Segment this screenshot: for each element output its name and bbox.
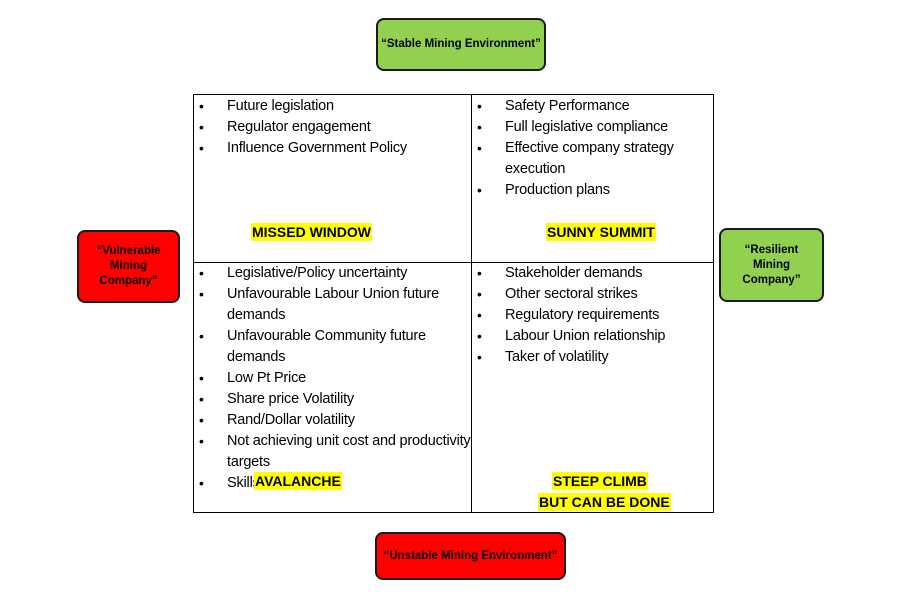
missed-window-label: MISSED WINDOW xyxy=(251,223,372,241)
quadrant-top-right: Safety Performance Full legislative comp… xyxy=(472,95,714,262)
unstable-environment-label: “Unstable Mining Environment” xyxy=(383,549,558,562)
sunny-summit-label: SUNNY SUMMIT xyxy=(546,223,656,241)
list-item: Other sectoral strikes xyxy=(472,284,714,305)
bottom-left-list: Legislative/Policy uncertainty Unfavoura… xyxy=(194,263,471,494)
top-right-list: Safety Performance Full legislative comp… xyxy=(472,96,714,201)
list-item: Taker of volatility xyxy=(472,347,714,368)
list-item: Future legislation xyxy=(194,96,471,117)
list-item: Rand/Dollar volatility xyxy=(194,410,471,431)
list-item: Labour Union relationship xyxy=(472,326,714,347)
list-item: Not achieving unit cost and productivity… xyxy=(194,431,471,473)
list-item: Effective company strategy execution xyxy=(472,138,714,180)
list-item: Production plans xyxy=(472,180,714,201)
list-item: Stakeholder demands xyxy=(472,263,714,284)
quadrant-bottom-left: Legislative/Policy uncertainty Unfavoura… xyxy=(194,263,471,513)
can-be-done-label: BUT CAN BE DONE xyxy=(538,493,671,511)
risk-matrix: Future legislation Regulator engagement … xyxy=(193,94,714,513)
top-left-list: Future legislation Regulator engagement … xyxy=(194,96,471,159)
resilient-line-1: “Resilient xyxy=(744,243,799,256)
list-item: Share price Volatility xyxy=(194,389,471,410)
resilient-line-3: Company” xyxy=(742,273,801,286)
list-item: Regulator engagement xyxy=(194,117,471,138)
list-item: Safety Performance xyxy=(472,96,714,117)
vulnerable-line-2: Mining xyxy=(109,260,148,272)
vulnerable-line-1: “Vulnerable xyxy=(96,245,161,257)
vulnerable-company-box: “Vulnerable Mining Company” xyxy=(77,230,180,303)
list-item: Low Pt Price xyxy=(194,368,471,389)
list-item: Unfavourable Labour Union future demands xyxy=(194,284,471,326)
steep-climb-label: STEEP CLIMB xyxy=(552,472,648,490)
list-item: Legislative/Policy uncertainty xyxy=(194,263,471,284)
stable-environment-label: “Stable Mining Environment” xyxy=(381,38,541,50)
avalanche-label: AVALANCHE xyxy=(254,472,342,490)
quadrant-bottom-right: Stakeholder demands Other sectoral strik… xyxy=(472,263,714,513)
resilient-line-2: Mining xyxy=(752,258,791,271)
bottom-right-list: Stakeholder demands Other sectoral strik… xyxy=(472,263,714,368)
list-item: Full legislative compliance xyxy=(472,117,714,138)
vulnerable-line-3: Company” xyxy=(99,275,158,287)
list-item: Influence Government Policy xyxy=(194,138,471,159)
quadrant-top-left: Future legislation Regulator engagement … xyxy=(194,95,471,262)
resilient-company-box: “Resilient Mining Company” xyxy=(719,228,824,302)
list-item: Regulatory requirements xyxy=(472,305,714,326)
stable-environment-box: “Stable Mining Environment” xyxy=(376,18,546,71)
unstable-environment-box: “Unstable Mining Environment” xyxy=(375,532,566,580)
list-item: Unfavourable Community future demands xyxy=(194,326,471,368)
